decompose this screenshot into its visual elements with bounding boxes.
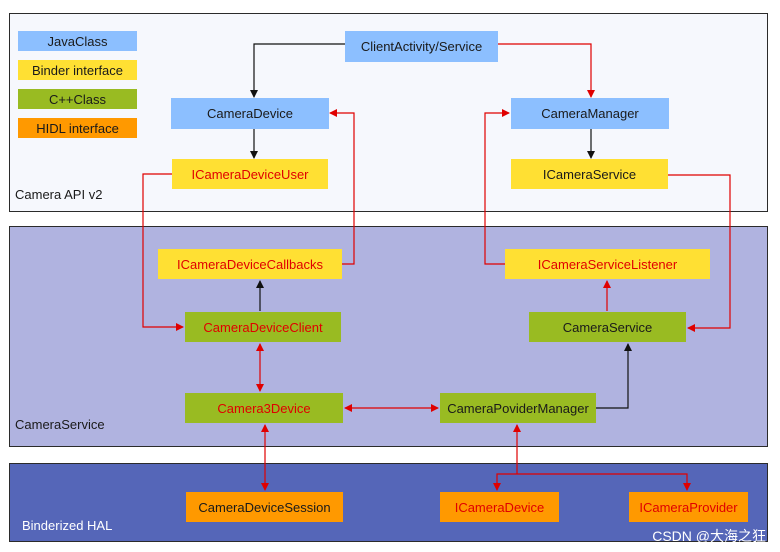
node-camera3-device: Camera3Device [185, 393, 343, 423]
layer-label-api: Camera API v2 [15, 187, 103, 202]
node-icamera-device-user: ICameraDeviceUser [172, 159, 328, 189]
node-camera-provider-manager: CameraPoviderManager [440, 393, 596, 423]
node-icamera-device-callbacks: ICameraDeviceCallbacks [158, 249, 342, 279]
node-icamera-provider: ICameraProvider [629, 492, 748, 522]
node-hidl-icamera-device: ICameraDevice [440, 492, 559, 522]
legend-cpp-class: C++Class [18, 89, 137, 109]
layer-label-hal: Binderized HAL [22, 518, 113, 533]
node-client-activity-service: ClientActivity/Service [345, 31, 498, 62]
node-camera-manager: CameraManager [511, 98, 669, 129]
node-camera-device-session: CameraDeviceSession [186, 492, 343, 522]
legend-java-class: JavaClass [18, 31, 137, 51]
node-icamera-service-listener: ICameraServiceListener [505, 249, 710, 279]
node-camera-device-client: CameraDeviceClient [185, 312, 341, 342]
node-icamera-service: ICameraService [511, 159, 668, 189]
watermark: CSDN @大海之狂 [652, 528, 766, 544]
node-camera-service: CameraService [529, 312, 686, 342]
legend-binder-interface: Binder interface [18, 60, 137, 80]
node-camera-device: CameraDevice [171, 98, 329, 129]
legend-hidl-interface: HIDL interface [18, 118, 137, 138]
layer-label-service: CameraService [15, 417, 105, 432]
